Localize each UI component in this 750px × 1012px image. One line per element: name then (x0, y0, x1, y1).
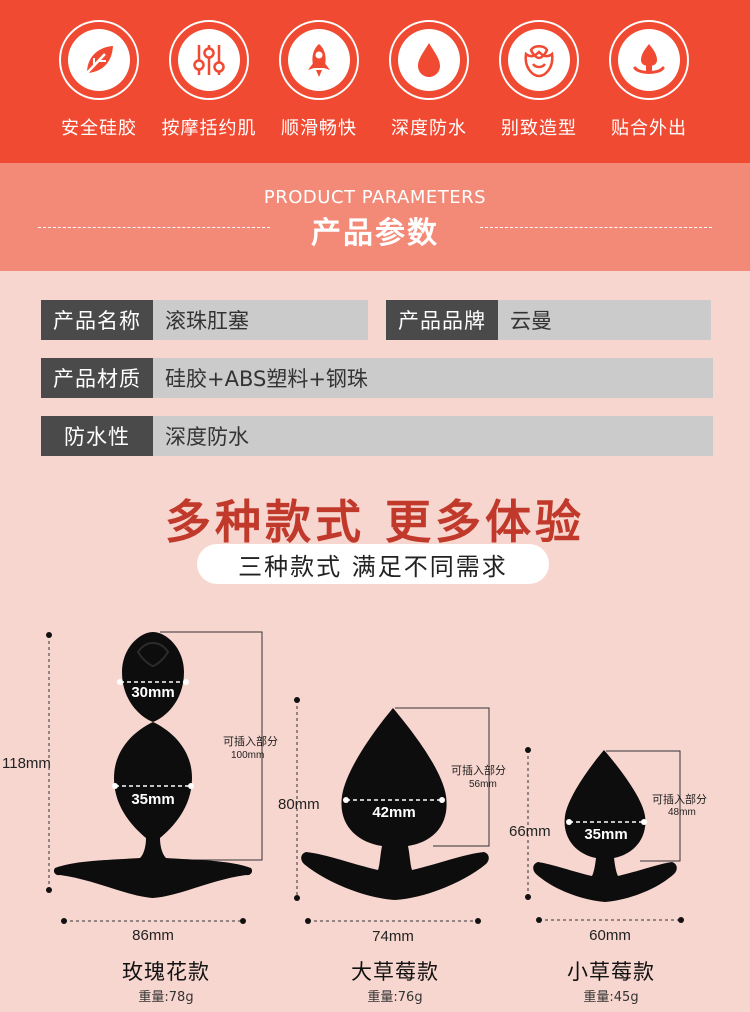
dim-dot (566, 819, 572, 825)
height-label: 80mm (278, 796, 320, 813)
insert-length: 48mm (668, 807, 696, 818)
water-drop-icon (418, 43, 440, 77)
feature-label: 深度防水 (391, 118, 467, 139)
height-label: 66mm (509, 823, 551, 840)
spec-key: 产品品牌 (386, 300, 498, 340)
styles-headline: 多种款式 更多体验 (164, 495, 585, 549)
rose-icon (524, 45, 554, 78)
params-title-cn: 产品参数 (311, 216, 439, 251)
insert-bracket (606, 750, 681, 862)
insert-length: 100mm (231, 750, 264, 761)
insert-bracket (160, 631, 263, 861)
feature-label: 安全硅胶 (61, 118, 137, 139)
large-strawberry-plug-shape (301, 708, 489, 900)
feature-icon-ring (59, 20, 139, 100)
dim-dot (536, 917, 542, 923)
feature-icon-ring (609, 20, 689, 100)
spec-row-waterproof: 防水性 深度防水 (41, 416, 713, 456)
spec-value: 云曼 (498, 300, 711, 340)
spec-key: 产品材质 (41, 358, 153, 398)
dim-dot (475, 918, 481, 924)
feature-icon-ring (279, 20, 359, 100)
spec-row-brand: 产品品牌 云曼 (386, 300, 711, 340)
dim-dot (525, 894, 531, 900)
width-label: 60mm (589, 927, 631, 944)
small-strawberry-plug-shape (533, 750, 677, 902)
rose-plug-shape (53, 632, 253, 898)
spec-row-name: 产品名称 滚珠肛塞 (41, 300, 368, 340)
product-large-strawberry: 80mm 可插入部分 56mm 42mm 74mm (278, 697, 506, 945)
diameter-label: 35mm (131, 791, 174, 808)
rocket-icon (308, 44, 330, 77)
insert-length: 56mm (469, 779, 497, 790)
diameter-label: 35mm (584, 826, 627, 843)
feature-waterproof: 深度防水 (374, 20, 484, 140)
insert-label: 可插入部分 (652, 792, 707, 806)
spec-value: 硅胶+ABS塑料+钢珠 (153, 358, 713, 398)
feature-label: 贴合外出 (611, 118, 687, 139)
spec-value: 滚珠肛塞 (153, 300, 368, 340)
dim-dot (305, 918, 311, 924)
dim-dot (117, 679, 123, 685)
dash-divider (38, 227, 270, 228)
spec-row-material: 产品材质 硅胶+ABS塑料+钢珠 (41, 358, 713, 398)
params-header: PRODUCT PARAMETERS 产品参数 (0, 163, 750, 271)
product-weight: 重量:45g (583, 990, 639, 1005)
dim-dot (46, 887, 52, 893)
spec-key: 产品名称 (41, 300, 153, 340)
feature-icon-ring (169, 20, 249, 100)
product-weight: 重量:76g (367, 990, 423, 1005)
dim-dot (183, 679, 189, 685)
dim-dot (294, 697, 300, 703)
params-title-en: PRODUCT PARAMETERS (263, 187, 487, 208)
rose-petal-detail (136, 642, 170, 668)
feature-icon-ring (499, 20, 579, 100)
product-name: 玫瑰花款 (122, 960, 210, 984)
dim-dot (46, 632, 52, 638)
equalizer-sliders-icon (193, 45, 225, 75)
feature-band: 安全硅胶 按摩括约肌 顺滑畅快 (0, 0, 750, 163)
insert-label: 可插入部分 (451, 763, 506, 777)
dash-divider (480, 227, 712, 228)
height-label: 118mm (2, 755, 51, 772)
feature-smooth: 顺滑畅快 (264, 20, 374, 140)
product-drawings: 118mm 可插入部分 100mm 30mm 35mm 86mm 80m (2, 631, 707, 945)
width-label: 86mm (132, 927, 174, 944)
product-weight: 重量:78g (138, 990, 194, 1005)
dim-dot (61, 918, 67, 924)
width-label: 74mm (372, 928, 414, 945)
dim-dot (641, 819, 647, 825)
diameter-label: 30mm (131, 684, 174, 701)
insert-label: 可插入部分 (223, 734, 278, 748)
anal-plug-icon (633, 44, 665, 74)
diameter-label: 42mm (372, 804, 415, 821)
feature-unique-shape: 别致造型 (484, 20, 594, 140)
dim-dot (678, 917, 684, 923)
spec-value: 深度防水 (153, 416, 713, 456)
feature-label: 顺滑畅快 (281, 118, 357, 139)
product-name: 小草莓款 (567, 960, 655, 984)
dim-dot (188, 783, 194, 789)
dim-dot (240, 918, 246, 924)
dim-dot (525, 747, 531, 753)
styles-subtitle-pill: 三种款式 满足不同需求 (197, 544, 549, 584)
feature-icon-ring (389, 20, 469, 100)
feature-label: 按摩括约肌 (161, 118, 257, 139)
dim-dot (439, 797, 445, 803)
products-section: 118mm 可插入部分 100mm 30mm 35mm 86mm 80m (0, 610, 750, 1012)
product-name: 大草莓款 (351, 960, 439, 984)
feature-wearable: 贴合外出 (594, 20, 704, 140)
insert-bracket (395, 707, 490, 847)
feature-label: 别致造型 (501, 118, 577, 139)
feature-massage: 按摩括约肌 (154, 20, 264, 140)
dim-dot (112, 783, 118, 789)
feature-safe-silicone: 安全硅胶 (44, 20, 154, 140)
dim-dot (343, 797, 349, 803)
spec-key: 防水性 (41, 416, 153, 456)
dim-dot (294, 895, 300, 901)
product-small-strawberry: 66mm 可插入部分 48mm 35mm 60mm (509, 747, 707, 944)
leaf-icon (86, 46, 113, 74)
product-rose: 118mm 可插入部分 100mm 30mm 35mm 86mm (2, 631, 278, 944)
